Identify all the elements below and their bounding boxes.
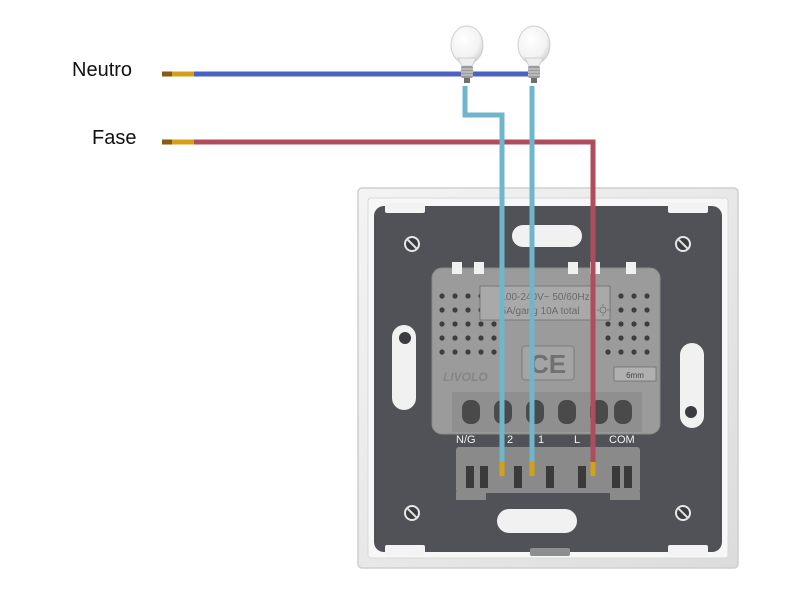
backplate-tab xyxy=(668,203,708,213)
connector-slots xyxy=(466,466,632,488)
screw-hole xyxy=(404,236,420,252)
mount-slot xyxy=(512,225,582,247)
sun-icon xyxy=(597,304,609,316)
backplate-tab xyxy=(668,545,708,555)
vent-hole xyxy=(491,335,497,341)
vent-hole xyxy=(631,335,637,341)
vent-hole xyxy=(644,293,650,299)
vent-hole xyxy=(439,307,445,313)
vent-hole xyxy=(478,335,484,341)
vent-hole xyxy=(452,321,458,327)
vent-hole xyxy=(644,349,650,355)
vent-hole xyxy=(465,335,471,341)
vent-hole xyxy=(465,293,471,299)
vent-hole xyxy=(618,307,624,313)
vent-hole xyxy=(491,349,497,355)
vent-hole xyxy=(618,293,624,299)
terminal-ng: N/G xyxy=(456,434,476,446)
screw-hole xyxy=(404,505,420,521)
connector-foot xyxy=(456,492,486,500)
mount-slot xyxy=(392,325,416,410)
vent-hole xyxy=(439,335,445,341)
slot-dot xyxy=(685,406,697,418)
terminal-l: L xyxy=(574,434,580,446)
backplate-tab xyxy=(385,545,425,555)
terminal-com: COM xyxy=(609,434,635,446)
rating-line1: 100-240V~ 50/60Hz xyxy=(500,292,589,303)
brand-logo: LIVOLO xyxy=(443,370,488,384)
strip-gauge xyxy=(613,366,657,382)
vent-hole xyxy=(605,349,611,355)
vent-hole xyxy=(644,307,650,313)
rating-line2: 5A/gang 10A total xyxy=(501,306,580,317)
terminal-l2: 2 xyxy=(507,434,513,446)
vent-hole xyxy=(439,293,445,299)
vent-hole xyxy=(631,321,637,327)
vent-hole xyxy=(452,293,458,299)
switch-panel: 100-240V~ 50/60Hz 5A/gang 10A total CE L… xyxy=(357,187,739,569)
vent-hole xyxy=(439,349,445,355)
vent-hole xyxy=(631,307,637,313)
vent-hole xyxy=(452,335,458,341)
switch-module: 100-240V~ 50/60Hz 5A/gang 10A total CE L… xyxy=(431,262,661,500)
svg-text:CE: CE xyxy=(530,349,566,379)
bulb-icon xyxy=(450,25,484,83)
vent-hole xyxy=(618,349,624,355)
load-wire-2 xyxy=(462,86,505,462)
vent-hole xyxy=(618,335,624,341)
vent-hole xyxy=(605,335,611,341)
vent-hole xyxy=(631,293,637,299)
terminal-l1: 1 xyxy=(538,434,544,446)
vent-hole xyxy=(452,307,458,313)
wires xyxy=(162,71,596,476)
phase-label: Fase xyxy=(92,127,137,149)
terminal-block xyxy=(452,392,642,432)
backplate-tab xyxy=(385,203,425,213)
vent-hole xyxy=(439,321,445,327)
vent-hole xyxy=(465,349,471,355)
screw-hole xyxy=(675,505,691,521)
vent-hole xyxy=(465,307,471,313)
vent-hole xyxy=(478,349,484,355)
neutral-label: Neutro xyxy=(72,59,133,81)
phase-wire xyxy=(194,139,596,462)
backplate-tab xyxy=(530,548,570,556)
vent-hole xyxy=(452,349,458,355)
vent-hole xyxy=(618,321,624,327)
vent-hole xyxy=(644,321,650,327)
vent-hole xyxy=(465,321,471,327)
connector-foot xyxy=(610,492,640,500)
terminal-labels: N/G 2 1 L COM xyxy=(456,434,635,446)
ce-mark-icon: CE xyxy=(521,345,575,381)
bulb-icon xyxy=(517,25,551,83)
vent-hole xyxy=(491,321,497,327)
vent-hole xyxy=(605,321,611,327)
mount-slot xyxy=(497,509,577,533)
vent-hole xyxy=(631,349,637,355)
mount-slot xyxy=(680,343,704,428)
screw-hole xyxy=(675,236,691,252)
strip-length: 6mm xyxy=(626,371,644,380)
vent-hole xyxy=(644,335,650,341)
vent-hole xyxy=(478,321,484,327)
slot-dot xyxy=(399,332,411,344)
